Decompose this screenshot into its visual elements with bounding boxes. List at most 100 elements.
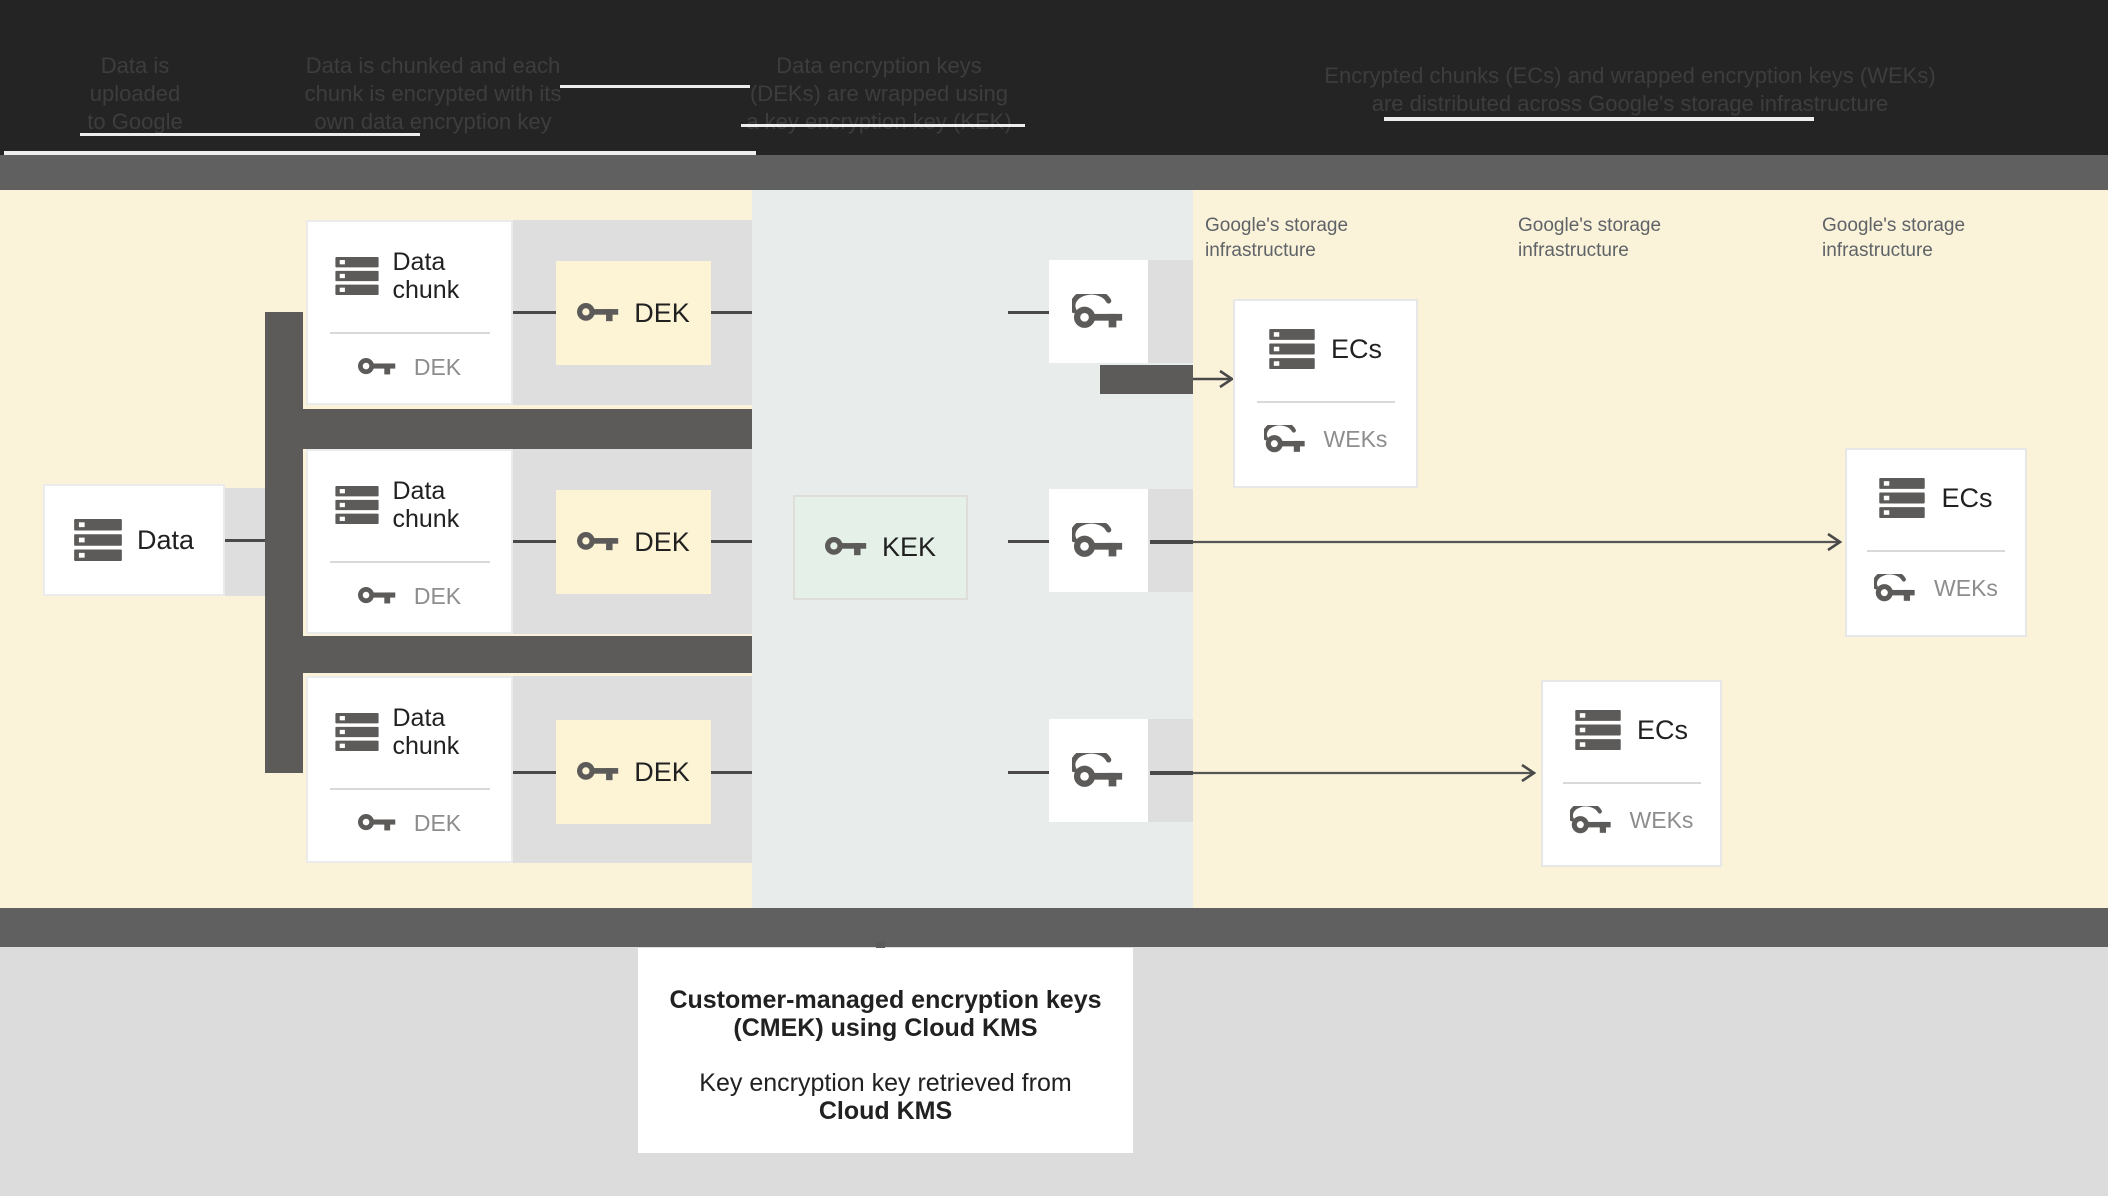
trunk-connector [265,312,303,773]
data-box: Data [43,484,225,596]
chunk3-dek-line [513,771,556,774]
dek2-label: DEK [634,526,690,557]
branch-band-1 [303,409,752,449]
data-box-label: Data [136,524,195,555]
ecs3-label: ECs [1636,714,1688,745]
dek-box-1: DEK [556,261,711,365]
chunk2-top-row: Data chunk [334,477,485,533]
ecs1-key-row: WEKs [1263,425,1388,453]
header-bar [0,0,2108,155]
header-step-4-line-2: are distributed across Google's storage … [1371,91,1889,116]
arrow-to-ecs-3 [1150,761,1541,785]
chunk2-label: Data chunk [392,477,460,533]
divider [329,788,490,790]
key-icon [357,586,396,607]
caption-connector-notch [876,941,885,952]
wrapped-key-box-3 [1049,719,1148,822]
chunk3-key-row: DEK [357,810,461,837]
storage-label-2-line-1: Google's storage [1518,215,1662,236]
header-step-1-line-3: to Google [87,109,183,134]
storage-label-2: Google's storage infrastructure [1518,213,1738,263]
artifact-line [560,85,750,88]
chunk1-label: Data chunk [392,248,460,304]
kek-label: KEK [881,532,937,562]
caption-title-line-1: Customer-managed encryption keys [669,986,1102,1014]
dek-box-3: DEK [556,720,711,824]
top-divider-band [0,155,2108,190]
data-to-trunk-line [225,539,265,542]
chunk3-top-row: Data chunk [334,704,485,760]
caption-body-line-2: Cloud KMS [818,1097,953,1125]
dek1-label: DEK [634,297,690,328]
storage-label-1-line-2: infrastructure [1205,240,1316,261]
artifact-line [741,124,1025,127]
key-icon [577,302,619,325]
storage-label-2-line-2: infrastructure [1518,240,1629,261]
data-stack-icon [334,486,379,524]
divider [329,332,490,334]
chunk1-dek-line [513,311,556,314]
chunk2-dek-label: DEK [413,583,462,609]
artifact-line [1384,117,1814,121]
bottom-divider-band [0,908,2108,947]
data-stack-icon [334,257,379,295]
dek1-out-line [710,311,752,314]
wrapped-key-icon [1569,806,1614,834]
key3-in-line [1008,771,1049,774]
ecs1-weks-label: WEKs [1323,425,1388,452]
key-icon [577,761,619,784]
ecs1-top-row: ECs [1269,329,1382,369]
ecs-box-2: ECs WEKs [1845,448,2027,637]
header-step-2: Data is chunked and each chunk is encryp… [268,52,598,136]
caption-body-line-1: Key encryption key retrieved from [699,1069,1072,1097]
wrapped-key-box-2 [1049,489,1148,592]
header-step-4: Encrypted chunks (ECs) and wrapped encry… [1320,62,1940,118]
caption-box: Customer-managed encryption keys (CMEK) … [638,948,1133,1153]
data-stack-icon [1879,478,1926,518]
key-icon [357,813,396,834]
ecs3-key-row: WEKs [1569,806,1694,834]
artifact-line [80,133,420,136]
divider [1256,401,1395,403]
divider [1867,550,2005,552]
data-stack-icon [1575,710,1621,750]
key1-in-line [1008,311,1049,314]
ecs3-weks-label: WEKs [1629,806,1694,833]
arrow-to-ecs-1 [1193,368,1239,390]
data-stack-icon [334,713,379,751]
header-step-2-line-2: chunk is encrypted with its [304,81,562,106]
wrapped-key-box-1 [1049,260,1148,363]
data-chunk-box-3: Data chunk DEK [306,676,513,863]
dek3-label: DEK [634,756,690,787]
storage-label-1-line-1: Google's storage [1205,215,1349,236]
key3-connector-band [1148,719,1193,822]
wrapped-key-icon [1071,294,1126,329]
storage-label-3-line-1: Google's storage [1822,215,1966,236]
ecs1-label: ECs [1330,333,1382,364]
key-icon [357,357,396,378]
dek-box-2: DEK [556,490,711,594]
caption-title-line-2: (CMEK) using Cloud KMS [733,1014,1038,1042]
wrapped-key-icon [1071,523,1126,558]
data-chunk-box-2: Data chunk DEK [306,449,513,634]
artifact-line [4,151,756,155]
chunk1-top-row: Data chunk [334,248,485,304]
header-step-1-line-1: Data is [100,53,170,78]
chunk2-dek-line [513,540,556,543]
storage-label-1: Google's storage infrastructure [1205,213,1425,263]
divider [329,561,490,563]
wrapped-key-icon [1263,425,1308,453]
key1-connector-band [1148,260,1193,363]
header-step-3-line-3: a key encryption key (KEK) [746,109,1012,134]
arrow-to-ecs-2 [1150,530,1847,554]
key2-in-line [1008,540,1049,543]
chunk3-label: Data chunk [392,704,460,760]
ecs2-weks-label: WEKs [1934,574,1998,601]
key-icon [824,536,867,559]
chunk2-key-row: DEK [357,583,462,610]
divider [1562,782,1701,784]
ecs3-top-row: ECs [1575,710,1688,750]
kek-box: KEK [793,495,968,600]
chunk1-key-row: DEK [357,354,461,381]
